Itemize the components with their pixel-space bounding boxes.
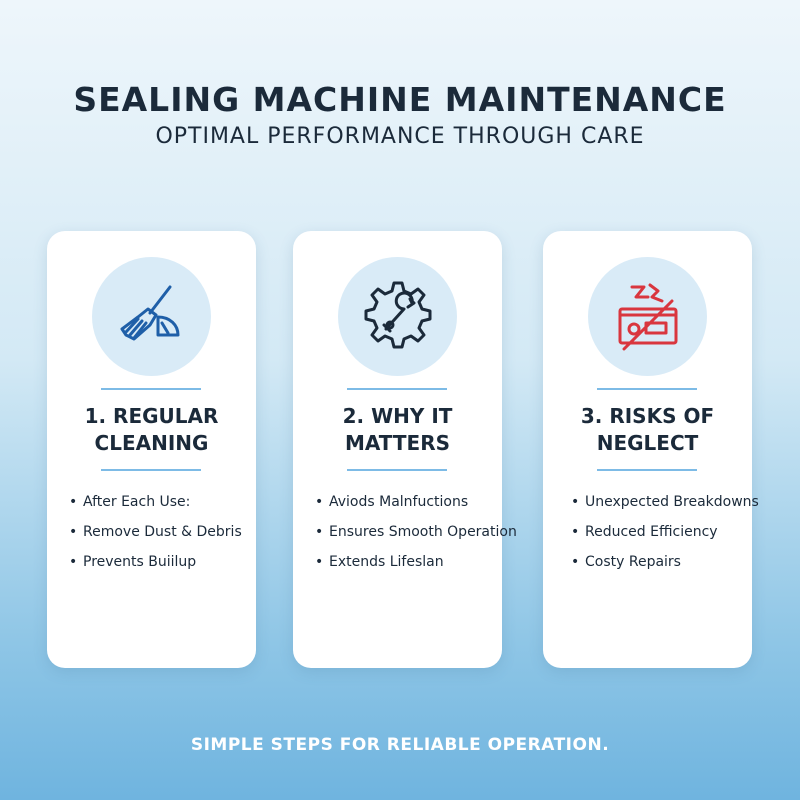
list-item: •Unexpected Breakdowns [571,494,759,510]
card-risks-of-neglect: 3. RISKS OF NEGLECT •Unexpected Breakdow… [543,231,759,668]
list-item: •Reduced Efficiency [571,524,718,540]
broken-machine-icon [618,283,677,350]
icon-badge [588,257,707,376]
list-item: •Aviods Malnfuctions [315,494,469,510]
list-item: •Extends Lifeslan [315,554,444,570]
card-title: 1. REGULAR CLEANING [84,404,219,455]
card-why-it-matters: 2. WHY IT MATTERS •Aviods Malnfuctions •… [293,231,517,668]
card-title: 2. WHY IT MATTERS [342,404,453,455]
divider [101,388,201,390]
page-subtitle: OPTIMAL PERFORMANCE THROUGH CARE [155,124,645,149]
divider [597,388,697,390]
bullet-list: •Aviods Malnfuctions •Ensures Smooth Ope… [315,487,517,577]
list-item: •Costy Repairs [571,554,681,570]
bullet-list: •Unexpected Breakdowns •Reduced Efficien… [571,487,759,577]
list-item: •Prevents Buiilup [69,554,197,570]
icon-badge [338,257,457,376]
divider [597,469,697,471]
icon-badge [92,257,211,376]
divider [347,469,447,471]
list-item: •Ensures Smooth Operation [315,524,517,540]
page-title: SEALING MACHINE MAINTENANCE [73,80,727,119]
card-title: 3. RISKS OF NEGLECT [580,404,715,455]
list-item: •Remove Dust & Debris [69,524,242,540]
divider [347,388,447,390]
card-regular-cleaning: 1. REGULAR CLEANING •After Each Use: •Re… [47,231,256,668]
divider [101,469,201,471]
gear-wrench-icon [364,281,431,348]
list-item: •After Each Use: [69,494,191,510]
broom-dustpan-icon [120,285,179,340]
footer-tagline: SIMPLE STEPS FOR RELIABLE OPERATION. [190,735,610,755]
bullet-list: •After Each Use: •Remove Dust & Debris •… [69,487,250,577]
